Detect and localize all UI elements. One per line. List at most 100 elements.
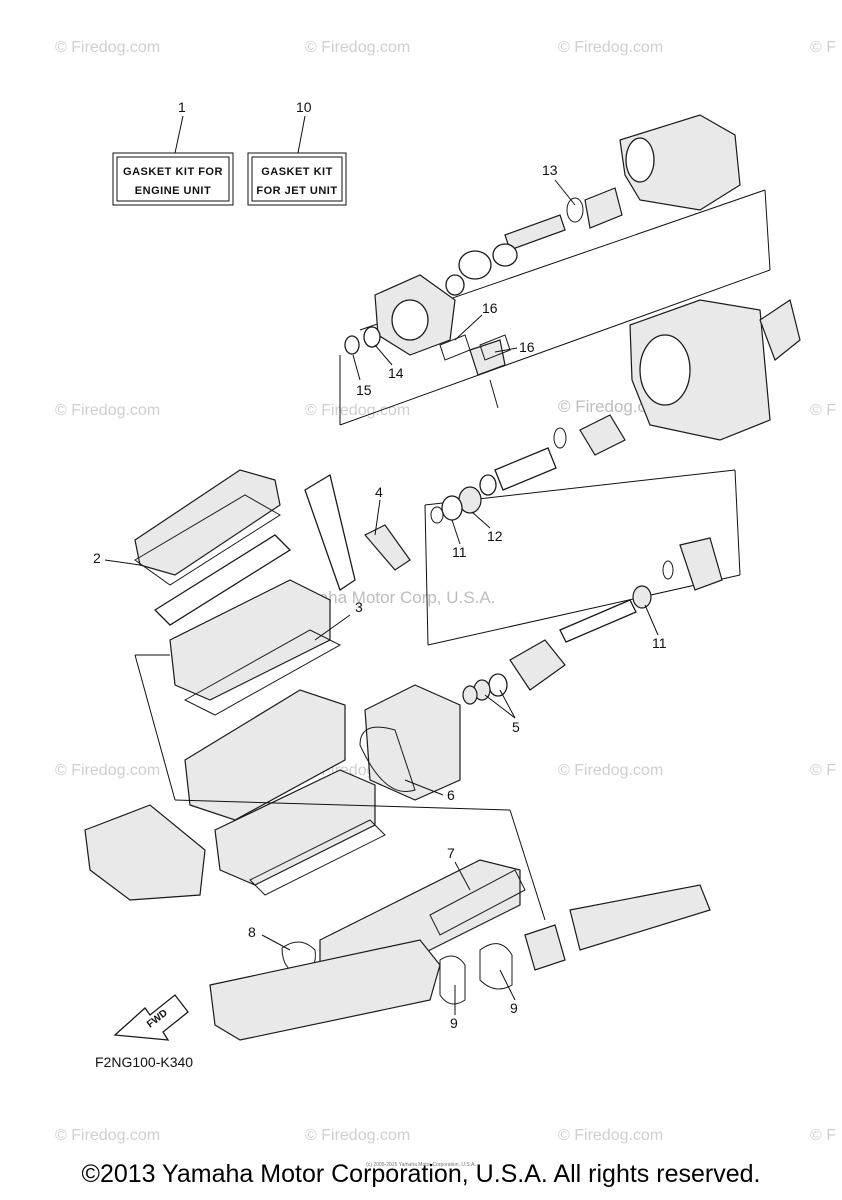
exhaust-pipe [209, 939, 441, 1041]
callout-number: 4 [375, 484, 383, 500]
crankcase-gasket [249, 819, 386, 896]
callout-number: 1 [178, 99, 186, 115]
callout-leader [297, 115, 306, 154]
callout-leader [404, 779, 444, 796]
callout-leader [471, 511, 491, 529]
callout-number: 15 [356, 382, 372, 398]
collar [579, 414, 626, 456]
spacer [458, 250, 492, 280]
pump-housing-bore [391, 299, 429, 341]
callout-leader [261, 934, 291, 951]
watermark: © Firedog.com [305, 1127, 410, 1144]
circlip [430, 506, 444, 524]
watermark: © Firedog.com [55, 1127, 160, 1144]
callout-number: 5 [512, 719, 520, 735]
kit-line1: GASKET KIT FOR [123, 166, 223, 178]
callout-leader [174, 115, 184, 154]
watermark: © Firedog.com [558, 39, 663, 56]
callout-leader [644, 604, 659, 636]
kit-label-engine: 1 GASKET KIT FOR ENGINE UNIT [112, 99, 234, 206]
watermark-company: Yamaha Motor Corp, U.S.A. [285, 588, 495, 607]
callout-number: 7 [447, 845, 455, 861]
bearing [492, 243, 518, 267]
watermark-edge: © F [810, 1127, 836, 1144]
assembly-boundary [427, 574, 741, 646]
gasket [479, 334, 511, 361]
exhaust-joint [524, 924, 566, 971]
drive-shaft [559, 599, 637, 643]
timing-chain [304, 473, 356, 592]
callout-leader [374, 344, 393, 366]
callout-leader [451, 519, 461, 545]
chain-tensioner [364, 524, 411, 571]
kit-label-jet: 10 GASKET KIT FOR JET UNIT [247, 99, 347, 206]
callout-leader [484, 694, 516, 719]
callout-number: 16 [519, 339, 535, 355]
assembly-boundary [339, 269, 771, 426]
callout-number: 9 [510, 1000, 518, 1016]
watermark: © Firedog.com [558, 762, 663, 779]
callout-number: 6 [447, 787, 455, 803]
oil-seal [462, 685, 478, 705]
watermark: © Firedog.com [305, 402, 410, 419]
kit-box-inner [251, 156, 343, 202]
jet-pump-upper [339, 114, 801, 456]
clamp [553, 427, 567, 449]
jet-pump-lower [424, 447, 741, 705]
oil-seal [632, 585, 652, 609]
watermark: © Firedog.com [55, 762, 160, 779]
callout-number: 13 [542, 162, 558, 178]
reference-code: F2NG100-K340 [95, 1054, 193, 1070]
circlip [662, 560, 674, 580]
callout-leader [374, 499, 381, 536]
assembly-boundary [134, 654, 176, 801]
watermark-edge: © F [810, 39, 836, 56]
callout-leader [314, 614, 351, 641]
callouts: 13 16 16 14 15 4 2 3 11 12 11 5 6 7 8 9 … [93, 162, 667, 1031]
bearing [445, 274, 465, 296]
callout-number: 9 [450, 1015, 458, 1031]
callout-leader [554, 179, 576, 206]
callout-leader [104, 559, 141, 566]
callout-number: 8 [248, 924, 256, 940]
callout-number: 14 [388, 365, 404, 381]
assembly-boundary [509, 809, 546, 921]
shaft-tube [494, 447, 557, 491]
callout-number: 2 [93, 550, 101, 566]
watermark: © Firedog.com [558, 1127, 663, 1144]
manifold-gasket [429, 869, 526, 936]
circlip [479, 474, 497, 496]
fwd-arrow: FWD [113, 994, 189, 1041]
callout-leader [499, 969, 516, 1001]
crankcase-cover [364, 684, 461, 801]
assembly-boundary [764, 189, 771, 271]
kit-box-inner [116, 156, 230, 202]
watermark-edge: © F [810, 402, 836, 419]
cylinder-head-gasket [183, 629, 342, 716]
exhaust-assembly [209, 859, 711, 1041]
forward-arrow-icon [113, 994, 189, 1041]
watermark: © Firedog.com [305, 39, 410, 56]
kit-line1: GASKET KIT [261, 166, 333, 178]
head-cover-gasket [134, 494, 281, 586]
callout-leader [499, 689, 516, 719]
callout-number: 11 [452, 544, 467, 560]
exhaust-gasket [439, 955, 466, 1005]
watermark-edge: © F [810, 762, 836, 779]
flywheel-cover [84, 804, 206, 901]
bearing-housing [584, 187, 623, 229]
cylinder-block [184, 689, 346, 821]
callout-leader [454, 314, 483, 341]
bearing [441, 495, 463, 521]
impeller [759, 299, 801, 361]
water-lock [569, 884, 711, 951]
callout-leader [454, 861, 471, 891]
tiny-notice: (c) 2005-2015 Yamaha Motor Corporation, … [366, 1162, 476, 1168]
steering-nozzle [619, 114, 741, 211]
camshaft [153, 534, 292, 626]
oil-seal [363, 326, 381, 348]
assembly-boundary [424, 504, 429, 646]
bolt [489, 379, 499, 409]
cover-gasket [359, 726, 416, 792]
drive-shaft [504, 214, 566, 251]
